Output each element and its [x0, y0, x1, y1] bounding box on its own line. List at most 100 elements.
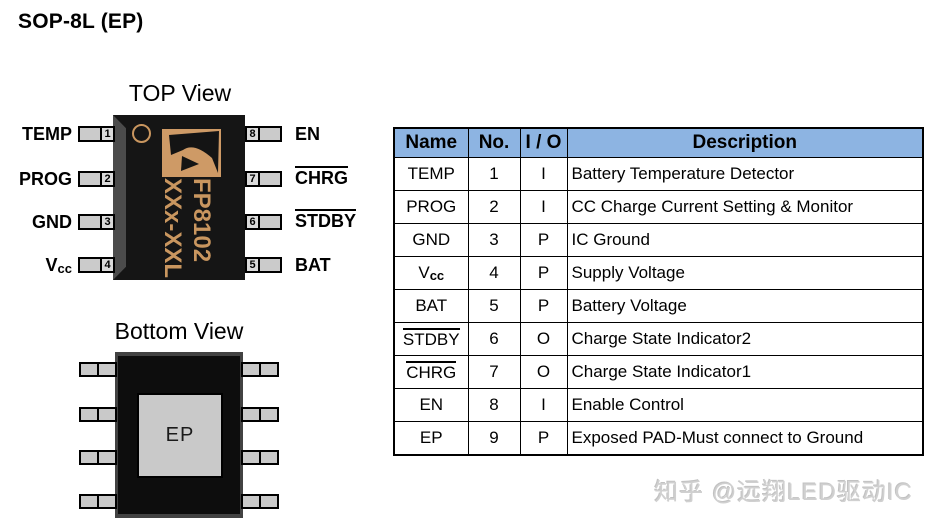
pin-lead	[258, 171, 282, 187]
cell-description: Supply Voltage	[566, 256, 924, 290]
bottom-pin	[241, 494, 279, 509]
col-header-description: Description	[566, 127, 924, 158]
chrg-overline-text: CHRG	[406, 361, 457, 382]
pin-lead	[78, 126, 102, 142]
cell-no: 6	[467, 322, 521, 356]
manufacturer-logo-icon	[162, 129, 221, 177]
bottom-pin	[241, 362, 279, 377]
bottom-pin	[79, 362, 117, 377]
table-row-ep: EP 9 P Exposed PAD-Must connect to Groun…	[393, 421, 924, 456]
table-header-row: Name No. I / O Description	[393, 127, 924, 158]
pin-label-temp: TEMP	[21, 124, 72, 144]
chip-marking-part-number: FP8102	[188, 178, 215, 263]
bottom-pin	[79, 407, 117, 422]
pin-label-vcc: Vcc	[0, 254, 72, 276]
cell-description: Enable Control	[566, 388, 924, 422]
chip-package-top-view	[113, 115, 245, 280]
cell-description: Charge State Indicator2	[566, 322, 924, 356]
bottom-pin	[241, 407, 279, 422]
cell-io: O	[519, 355, 568, 389]
table-row-bat: BAT 5 P Battery Voltage	[393, 289, 924, 323]
col-header-no: No.	[467, 127, 521, 158]
table-row-en: EN 8 I Enable Control	[393, 388, 924, 422]
cell-io: P	[519, 421, 568, 456]
pin-lead	[78, 171, 102, 187]
cell-io: I	[519, 157, 568, 191]
pin-number-box: 1	[100, 126, 115, 142]
table-row-vcc: Vcc 4 P Supply Voltage	[393, 256, 924, 290]
top-view-title: TOP View	[128, 80, 232, 106]
table-row-prog: PROG 2 I CC Charge Current Setting & Mon…	[393, 190, 924, 224]
vcc-main: V	[418, 263, 430, 282]
pin-divider	[97, 364, 99, 375]
col-header-io: I / O	[519, 127, 568, 158]
cell-no: 2	[467, 190, 521, 224]
cell-io: P	[519, 223, 568, 257]
cell-name: GND	[393, 223, 469, 257]
pin-number-box: 4	[100, 257, 115, 273]
pin-divider	[259, 496, 261, 507]
table-row-gnd: GND 3 P IC Ground	[393, 223, 924, 257]
zhihu-watermark: 知乎 @远翔LED驱动IC	[654, 479, 913, 506]
cell-name: EP	[393, 421, 469, 456]
pin-divider	[259, 364, 261, 375]
stdby-overline-text: STDBY	[402, 328, 460, 349]
vcc-subscript: cc	[429, 268, 445, 283]
cell-name: BAT	[393, 289, 469, 323]
table-row-chrg: CHRG 7 O Charge State Indicator1	[393, 355, 924, 389]
bottom-pin	[79, 450, 117, 465]
cell-description: CC Charge Current Setting & Monitor	[566, 190, 924, 224]
bottom-pin	[241, 450, 279, 465]
cell-description: Charge State Indicator1	[566, 355, 924, 389]
cell-name: TEMP	[393, 157, 469, 191]
pin-description-table-container: Name No. I / O Description TEMP 1 I Batt…	[393, 127, 924, 456]
pin-description-table: Name No. I / O Description TEMP 1 I Batt…	[393, 127, 924, 456]
pin-number-box: 3	[100, 214, 115, 230]
pin-label-prog: PROG	[18, 169, 72, 189]
cell-name: PROG	[393, 190, 469, 224]
chip-marking-lot-code: XXx-XXL	[159, 178, 186, 279]
logo-glyph	[169, 131, 219, 173]
pin-label-stdby: STDBY	[295, 209, 357, 231]
pin-label-bat: BAT	[295, 255, 331, 275]
page-title: SOP-8L (EP)	[18, 10, 144, 33]
pin-label-chrg: CHRG	[295, 166, 348, 188]
cell-no: 7	[467, 355, 521, 389]
cell-io: I	[519, 388, 568, 422]
cell-name: Vcc	[393, 256, 469, 290]
stdby-overline-text: STDBY	[295, 209, 357, 231]
vcc-subscript: cc	[57, 261, 72, 276]
pin-divider	[259, 452, 261, 463]
cell-description: IC Ground	[566, 223, 924, 257]
cell-description: Exposed PAD-Must connect to Ground	[566, 421, 924, 456]
pin-label-en: EN	[295, 124, 321, 144]
pin-label-gnd: GND	[32, 212, 72, 232]
chrg-overline-text: CHRG	[295, 166, 348, 188]
pin-divider	[97, 496, 99, 507]
cell-name: EN	[393, 388, 469, 422]
pin-number-box: 2	[100, 171, 115, 187]
cell-no: 5	[467, 289, 521, 323]
cell-no: 9	[467, 421, 521, 456]
pin-lead	[78, 214, 102, 230]
pin-divider	[259, 409, 261, 420]
chip-bevel-edge	[113, 115, 126, 280]
cell-io: O	[519, 322, 568, 356]
cell-description: Battery Temperature Detector	[566, 157, 924, 191]
pin-lead	[78, 257, 102, 273]
cell-io: P	[519, 256, 568, 290]
pin-lead	[258, 214, 282, 230]
exposed-pad: EP	[137, 393, 223, 478]
cell-no: 8	[467, 388, 521, 422]
pin-divider	[97, 452, 99, 463]
cell-no: 4	[467, 256, 521, 290]
cell-no: 3	[467, 223, 521, 257]
cell-name: STDBY	[393, 322, 469, 356]
vcc-main: V	[45, 255, 58, 275]
table-row-temp: TEMP 1 I Battery Temperature Detector	[393, 157, 924, 191]
cell-io: P	[519, 289, 568, 323]
bottom-view-title: Bottom View	[114, 318, 244, 344]
pin-lead	[258, 257, 282, 273]
pin-divider	[97, 409, 99, 420]
